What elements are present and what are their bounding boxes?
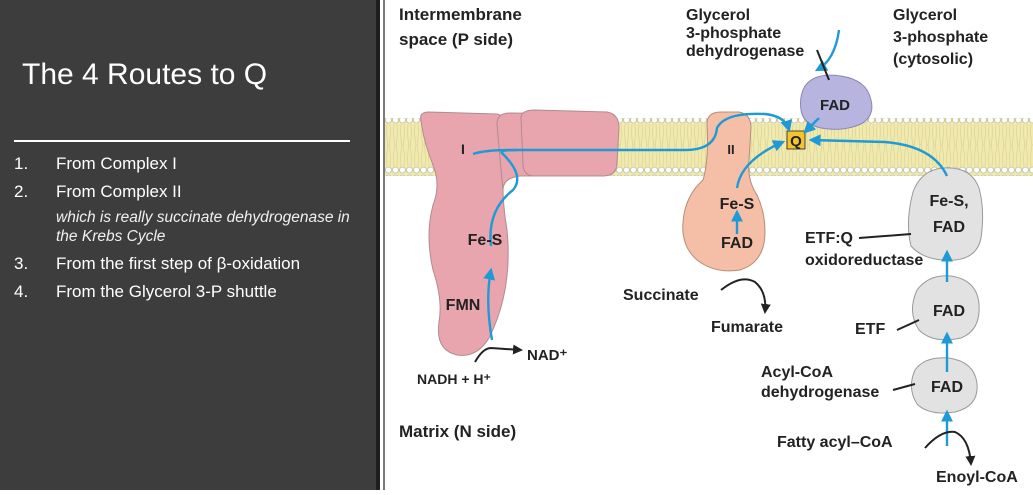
label-etf-fad: FAD [933,303,965,320]
label-fumarate: Fumarate [711,319,783,336]
route-text: From Complex I [56,154,177,173]
label-acyl-dh-2: dehydrogenase [761,384,879,401]
label-etf: ETF [855,321,885,338]
etfq-leader [858,233,912,239]
label-complex-ii-fad: FAD [721,235,753,252]
complex-i-arm-end [520,109,620,177]
diagram-panel: Q Intermembrane space (P side) Matrix (N… [385,0,1033,490]
label-etfq-2: oxidoreductase [805,252,923,269]
route-text: From Complex II [56,182,182,201]
route-item-4: 4. From the Glycerol 3-P shuttle [14,281,359,302]
route-number: 3. [14,254,29,273]
label-g3p-dh-3: dehydrogenase [686,43,804,60]
label-complex-i: I [461,141,465,157]
route-text: From the Glycerol 3-P shuttle [56,282,277,301]
label-g3p-2: 3-phosphate [893,29,988,46]
complex-ii [682,111,766,272]
g3pdh-leader [816,49,830,81]
arrow-fumarate [720,278,771,314]
arrow-nad [474,344,523,363]
g3p-dehydrogenase [800,74,873,130]
label-enoyl-coa: Enoyl-CoA [936,469,1018,486]
route-item-1: 1. From Complex I [14,153,359,174]
label-nadh: NADH + H⁺ [417,371,491,387]
arrow-complex-i-to-q [472,112,793,156]
route-text: From the first step of β-oxidation [56,254,301,273]
electron-transport-diagram: Q Intermembrane space (P side) Matrix (N… [385,5,1033,486]
panel-divider-thin [383,0,385,490]
label-nad: NAD⁺ [527,347,567,364]
label-g3p-dh-1: Glycerol [686,7,750,24]
label-matrix: Matrix (N side) [399,422,516,441]
panel-divider [376,0,380,490]
label-intermembrane: Intermembrane [399,5,522,24]
arrow-fes-to-q [735,140,786,189]
ubiquinone-q [786,130,806,150]
label-g3p-3: (cytosolic) [893,51,973,68]
label-g3pdh-fad: FAD [820,97,850,114]
route-number: 1. [14,154,29,173]
label-etfq-1: ETF:Q [805,230,853,247]
acyl-dh-leader [892,383,916,391]
etf-q-oxidoreductase [907,167,984,261]
route-number: 2. [14,182,29,201]
slide-title: The 4 Routes to Q [22,58,268,91]
label-succinate: Succinate [623,287,699,304]
q-label: Q [790,133,802,150]
route-note: which is really succinate dehydrogenase … [56,209,350,245]
label-fmn: FMN [446,297,481,314]
label-g3p-dh-2: 3-phosphate [686,25,781,42]
arrow-fmn [483,267,496,341]
left-panel: The 4 Routes to Q 1. From Complex I 2. Fro… [0,0,376,490]
label-fes-fad-1: Fe-S, [929,193,968,210]
label-fatty-acyl-coa: Fatty acyl–CoA [777,434,893,451]
label-complex-ii: II [727,142,734,157]
label-g3p-1: Glycerol [893,7,957,24]
route-item-3: 3. From the first step of β-oxidation [14,253,359,274]
arrow-etfq-to-q [808,134,949,177]
arrow-g3pdh-to-q [803,117,820,134]
route-number: 4. [14,282,29,301]
label-acyl-dh-1: Acyl-CoA [761,364,833,381]
label-p-side: space (P side) [399,30,513,49]
label-fes-fad-2: FAD [933,219,965,236]
arrow-enoyl [924,430,976,466]
label-acyl-fad: FAD [931,379,963,396]
acyl-coa-dehydrogenase [911,357,978,414]
etf-leader [896,319,920,331]
arrow-g3p [814,29,841,72]
routes-list: 1. From Complex I 2. From Complex II which … [14,146,359,302]
route-item-2: 2. From Complex II which is really succina… [14,181,359,246]
label-complex-ii-fes: Fe-S [720,196,755,213]
label-complex-i-fes: Fe-S [468,232,503,249]
title-divider [14,140,350,142]
